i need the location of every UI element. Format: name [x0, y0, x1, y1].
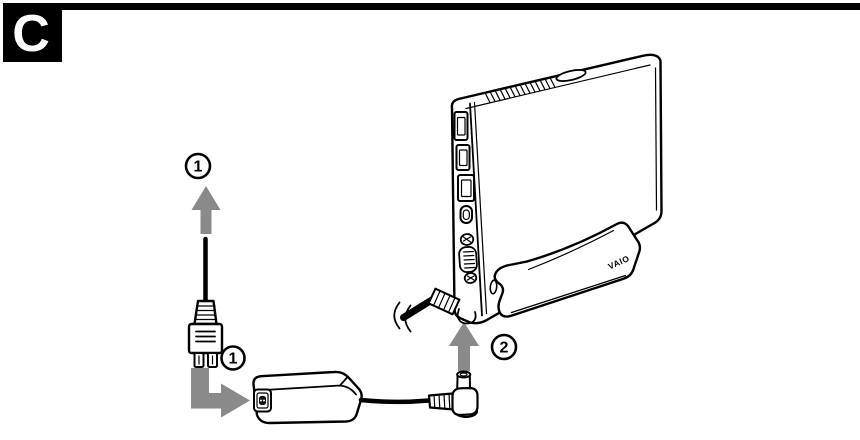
section-letter-box	[3, 3, 62, 62]
callout-number: 1	[194, 159, 203, 176]
stand-base-line	[510, 274, 627, 314]
round-connector-detail	[462, 236, 472, 243]
inlet-pin	[263, 399, 265, 402]
security-slot	[489, 279, 498, 295]
hdmi-port-inner	[462, 209, 470, 221]
callout-circle	[184, 152, 212, 180]
bent-arrow-icon	[191, 368, 250, 418]
callout-circle	[490, 333, 518, 361]
section-header: C	[3, 3, 860, 63]
up-arrow-icon	[191, 186, 221, 234]
callout-number: 2	[500, 340, 509, 357]
side-front-edge	[469, 102, 483, 317]
adapter-body	[252, 370, 363, 425]
ac-adapter	[252, 370, 432, 425]
plugged-power-cable	[393, 287, 477, 333]
dc-in-hook	[456, 308, 477, 325]
ethernet-port-inner	[460, 179, 472, 198]
top-button-slot	[555, 69, 587, 82]
usb-port-inner	[458, 149, 468, 167]
cable-plug-ribbed	[427, 287, 461, 316]
callout-circle	[220, 345, 246, 371]
stand-ridge-line	[527, 229, 615, 271]
vga-pins	[462, 250, 476, 269]
power-cord-plug	[187, 236, 224, 368]
strain-relief-ribs	[194, 305, 218, 321]
section-letter: C	[12, 5, 50, 63]
usb-port-inner	[456, 116, 466, 136]
side-front-edge-inner	[473, 101, 488, 315]
callout-step1-cord: 1	[184, 152, 212, 180]
round-connector-detail	[466, 275, 475, 281]
vent-slats	[484, 77, 556, 104]
hdmi-port	[459, 205, 473, 224]
callout-number: 1	[229, 351, 238, 368]
adapter-inlet-socket	[259, 396, 266, 405]
prong-slots	[198, 355, 214, 365]
inlet-pin	[260, 399, 262, 402]
plug-body-lines	[195, 330, 216, 343]
docking-station: VAIO	[393, 53, 663, 333]
header-bar	[62, 3, 860, 10]
port-panel	[453, 111, 498, 295]
top-right-inner-edges	[465, 64, 658, 211]
callout-step1-adapter: 1	[220, 345, 246, 371]
stand: VAIO	[493, 221, 642, 318]
callout-step2-dc: 2	[490, 333, 518, 361]
up-arrow-icon	[449, 322, 479, 371]
dc-barrel-rim	[456, 370, 472, 379]
dc-barrel-tip	[459, 372, 468, 377]
cable	[400, 297, 435, 321]
stand-body	[493, 221, 642, 318]
dc-plug	[427, 370, 479, 418]
dc-plug-body	[451, 386, 479, 417]
plug-body	[187, 322, 224, 355]
dc-barrel-sides	[456, 374, 471, 390]
dc-sleeve-ribs	[433, 393, 451, 410]
cable-plug-ribs	[433, 290, 456, 312]
plug-strain-relief	[193, 299, 218, 326]
device-outline	[450, 53, 663, 325]
cable-break-mark	[393, 301, 412, 333]
step-arrows	[191, 186, 479, 418]
adapter-dc-cable	[358, 397, 432, 405]
